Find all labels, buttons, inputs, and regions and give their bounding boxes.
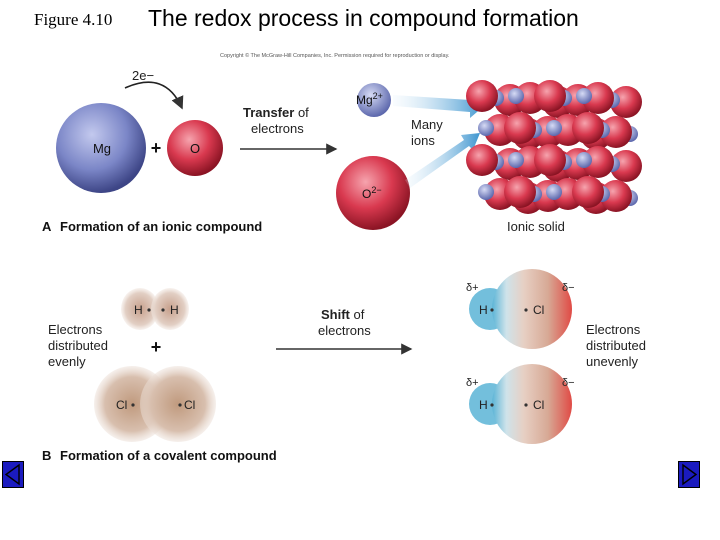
ion-arrow-top [393,94,484,118]
oxide-ion [600,116,632,148]
oxide-ion [534,144,566,176]
caption-a-letter: A [42,219,52,234]
h2-cloud-right [151,288,189,330]
plus-sign-b: + [151,337,162,357]
ionic-solid-label: Ionic solid [507,219,565,234]
oxide-ion [534,80,566,112]
hcl-cloud [492,364,572,444]
even-label-3: evenly [48,354,86,369]
magnesium-ion [546,120,562,136]
magnesium-ion [478,184,494,200]
caption-a: Formation of an ionic compound [60,219,262,234]
electron-dot [524,403,528,407]
even-label-2: distributed [48,338,108,353]
oxide-ion [610,150,642,182]
magnesium-ion [546,184,562,200]
h2-left-label: H [134,303,143,317]
even-label-1: Electrons [48,322,103,337]
electron-dot [147,308,151,312]
left-triangle-icon [4,463,20,486]
magnesium-ion [508,152,524,168]
magnesium-ion [508,88,524,104]
electron-transfer-curve [124,81,184,110]
page-title: The redox process in compound formation [148,5,579,31]
next-slide-button[interactable] [678,461,700,488]
oxide-ion [466,144,498,176]
h2-right-label: H [170,303,179,317]
many-ions-label: Many [411,117,443,132]
cl2-left-label: Cl [116,398,127,412]
hcl-cl-label: Cl [533,303,544,317]
electron-dot [524,308,528,312]
electrons-label: 2e− [132,68,154,83]
oxide-ion [572,176,604,208]
plus-sign-a: + [151,138,162,158]
shift-label-line2: electrons [318,323,371,338]
oxide-ion [610,86,642,118]
h2-cloud-left [121,288,159,330]
transfer-label-line2: electrons [251,121,304,136]
hcl-cl-label: Cl [533,398,544,412]
electron-dot [490,308,494,312]
uneven-label-3: unevenly [586,354,639,369]
caption-b: Formation of a covalent compound [60,448,277,463]
delta-minus: δ− [562,282,575,294]
ion-arrow-bottom [405,133,480,188]
delta-minus: δ− [562,377,575,389]
mg-label: Mg [93,141,111,156]
shift-label: Shift of [321,307,365,322]
o-atom [167,120,223,176]
o-ion [336,156,410,230]
electron-dot [178,403,182,407]
oxide-ion [582,82,614,114]
oxide-ion [504,112,536,144]
o-label: O [190,141,200,156]
transfer-label: Transfer of [243,105,309,120]
electron-dot [131,403,135,407]
mg-ion [357,83,391,117]
delta-plus: δ+ [466,377,479,389]
magnesium-ion [576,88,592,104]
electron-dot [490,403,494,407]
o-ion-label: O2− [362,185,382,201]
mg-atom [56,103,146,193]
hcl-h-label: H [479,398,488,412]
mg-ion-label: Mg2+ [356,91,383,107]
electron-dot [161,308,165,312]
uneven-label-1: Electrons [586,322,641,337]
oxide-ion [504,176,536,208]
magnesium-ion [576,152,592,168]
magnesium-ion [478,120,494,136]
right-triangle-icon [682,463,698,486]
caption-b-letter: B [42,448,51,463]
oxide-ion [582,146,614,178]
figure-number: Figure 4.10 [34,10,113,29]
ionic-lattice [466,80,642,214]
oxide-ion [572,112,604,144]
uneven-label-2: distributed [586,338,646,353]
delta-plus: δ+ [466,282,479,294]
many-ions-label-line2: ions [411,133,435,148]
copyright-notice: Copyright © The McGraw-Hill Companies, I… [220,53,450,59]
cl2-cloud-right [140,366,216,442]
hcl-cloud [492,269,572,349]
oxide-ion [600,180,632,212]
cl2-right-label: Cl [184,398,195,412]
hcl-h-label: H [479,303,488,317]
oxide-ion [466,80,498,112]
previous-slide-button[interactable] [2,461,24,488]
